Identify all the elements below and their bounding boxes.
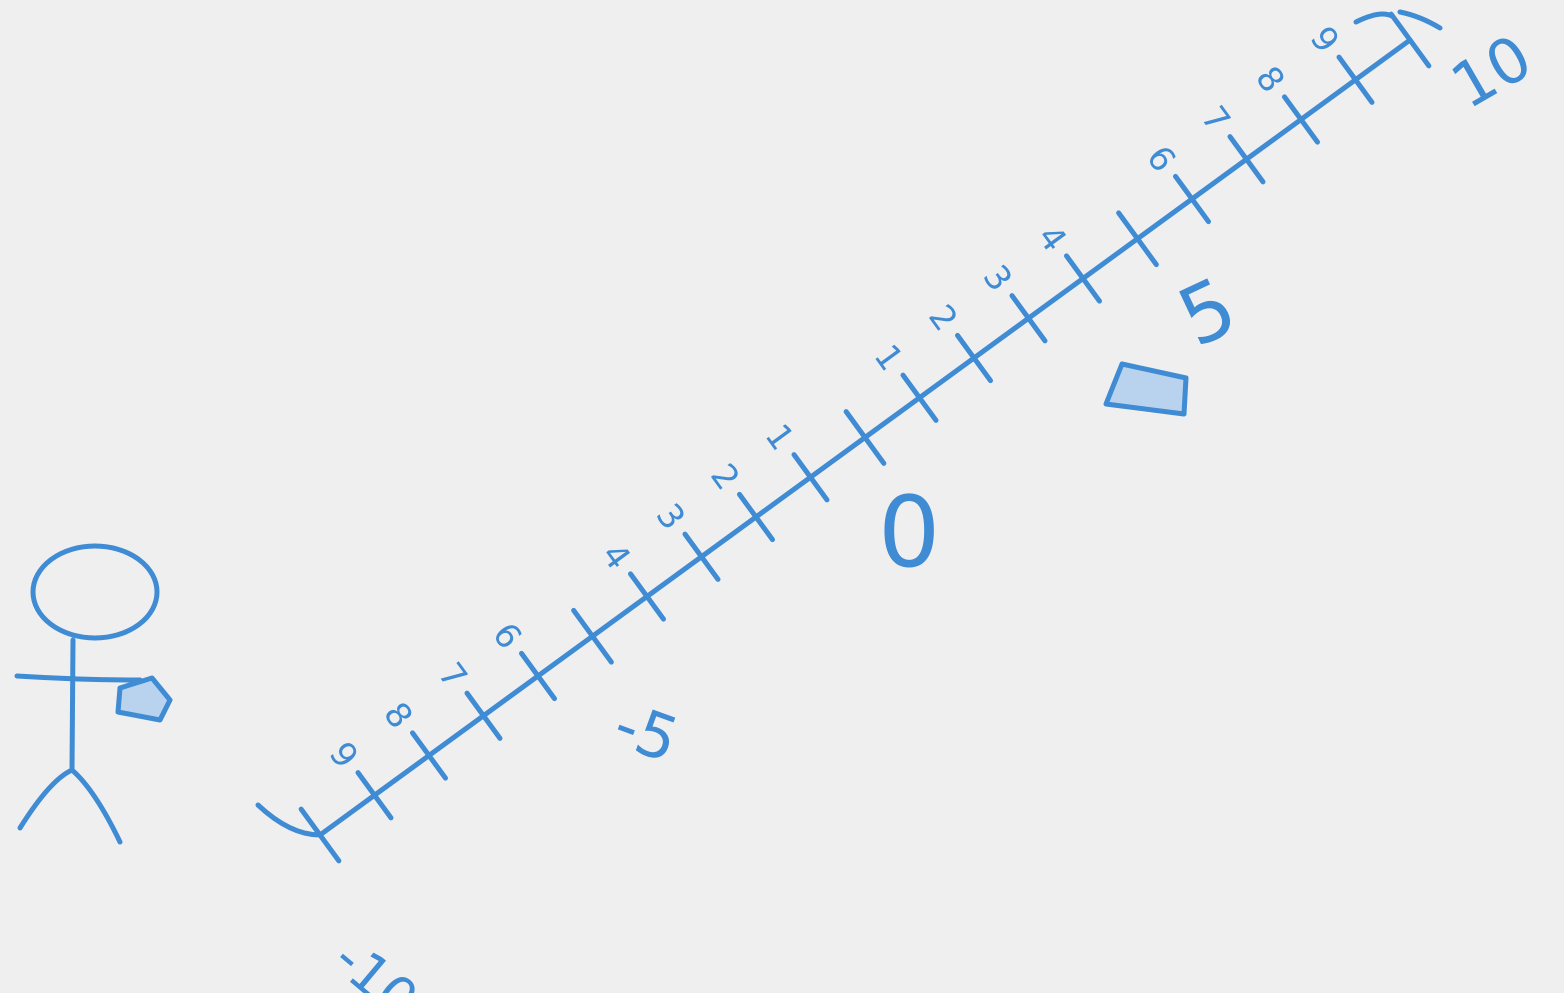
number-line-ticks xyxy=(301,14,1429,861)
tick-mark xyxy=(467,693,500,738)
upper-tick-label: 9 xyxy=(1302,19,1347,60)
tick-mark xyxy=(358,773,391,818)
stick-figure-arms xyxy=(17,676,140,680)
tick-mark xyxy=(1176,176,1209,221)
tick-mark xyxy=(846,412,884,464)
upper-tick-label: 8 xyxy=(1247,59,1292,100)
held-card-icon xyxy=(118,678,170,720)
tick-mark xyxy=(574,610,612,662)
tick-mark xyxy=(794,455,827,500)
tick-mark xyxy=(1230,137,1263,182)
upper-tick-label: 6 xyxy=(484,616,529,657)
tick-mark xyxy=(522,653,555,698)
upper-tick-label: 1 xyxy=(757,417,802,458)
label-zero: 0 xyxy=(878,476,940,590)
card-icon xyxy=(1106,364,1186,414)
upper-tick-label: 2 xyxy=(920,298,965,339)
upper-tick-label: 6 xyxy=(1138,139,1183,180)
tick-mark xyxy=(413,733,446,778)
tick-mark xyxy=(740,494,773,539)
upper-tick-label: 3 xyxy=(648,496,693,537)
upper-tick-label: 8 xyxy=(375,695,420,736)
upper-tick-label: 3 xyxy=(975,258,1020,299)
stick-figure-legs xyxy=(20,770,120,842)
number-line xyxy=(258,12,1440,835)
upper-tick-label: 4 xyxy=(1029,218,1074,259)
stick-figure-body xyxy=(72,640,73,770)
label-max: 10 xyxy=(1439,20,1544,123)
tick-mark xyxy=(1285,97,1318,142)
upper-tick-label: 4 xyxy=(593,536,638,577)
label-mid-neg: -5 xyxy=(605,687,688,777)
tick-mark xyxy=(1012,296,1045,341)
label-min: -10 xyxy=(322,927,430,993)
tick-mark xyxy=(631,574,664,619)
upper-tick-label: 2 xyxy=(702,457,747,498)
upper-tick-label: 1 xyxy=(866,337,911,378)
tick-mark xyxy=(685,534,718,579)
tick-mark xyxy=(1339,57,1372,102)
upper-tick-label: 7 xyxy=(430,655,475,696)
stick-figure-head xyxy=(33,546,157,638)
upper-tick-label: 9 xyxy=(321,735,366,776)
tick-mark xyxy=(903,375,936,420)
tick-mark xyxy=(1067,256,1100,301)
tick-mark xyxy=(958,335,991,380)
label-mid-pos: 5 xyxy=(1165,259,1250,365)
upper-tick-label: 7 xyxy=(1193,99,1238,140)
tick-mark xyxy=(1119,213,1157,265)
